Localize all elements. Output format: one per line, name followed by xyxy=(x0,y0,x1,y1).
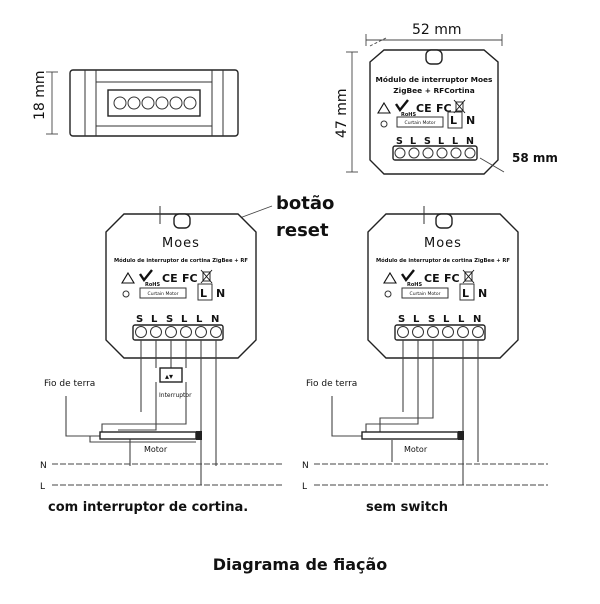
top-module-title-1: Módulo de interruptor Moes xyxy=(376,75,493,84)
right-motor xyxy=(361,431,464,440)
left-line-n: N xyxy=(40,461,47,471)
weee-bin-icon xyxy=(200,269,213,284)
left-terminal-labels: S L S L L N xyxy=(136,314,219,325)
top-ce: CE xyxy=(416,102,432,115)
left-side-terminal-n: N xyxy=(216,287,225,300)
side-view-module xyxy=(69,69,239,137)
warning-icon xyxy=(383,271,397,284)
height-label: 47 mm xyxy=(334,88,350,138)
right-ce: CE xyxy=(424,272,440,285)
top-module: Módulo de interruptor Moes ZigBee + RFCo… xyxy=(369,49,499,175)
ground-icon xyxy=(384,290,392,298)
right-wires xyxy=(331,340,479,485)
left-terminal-label: L xyxy=(151,314,158,325)
warning-icon xyxy=(377,101,391,114)
left-subtitle: Módulo de interruptor de cortina ZigBee … xyxy=(114,257,248,264)
left-side-terminal-l: L xyxy=(200,287,207,300)
top-module-title-2: ZigBee + RFCortina xyxy=(393,86,474,95)
top-curtain-motor: Curtain Motor xyxy=(405,120,436,126)
right-terminal-label: L xyxy=(413,314,420,325)
top-certification-icons: RoHS CE FC xyxy=(377,99,466,118)
left-terminal-block xyxy=(132,324,224,341)
left-brand: Moes xyxy=(162,236,200,251)
top-terminal-block xyxy=(392,145,478,161)
top-terminal-labels: S L S L L N xyxy=(396,136,474,147)
left-wires xyxy=(65,340,217,468)
right-side-terminal-l: L xyxy=(462,287,469,300)
switch-up-arrow-icon: ▴▾ xyxy=(165,372,173,381)
right-terminal-labels: S L S L L N xyxy=(398,314,481,325)
ground-icon xyxy=(380,120,388,128)
right-diagram: Moes Módulo de interruptor de cortina Zi… xyxy=(302,206,548,492)
left-terminal-label: S xyxy=(166,314,173,325)
right-curtain-motor: Curtain Motor xyxy=(410,291,441,297)
right-side-terminal-n: N xyxy=(478,287,487,300)
right-line-l: L xyxy=(302,482,307,492)
depth-label: 58 mm xyxy=(512,151,558,165)
check-icon xyxy=(395,99,409,113)
thickness-label: 18 mm xyxy=(32,70,48,120)
right-brand: Moes xyxy=(424,236,462,251)
right-terminal-label: S xyxy=(398,314,405,325)
left-certification-icons: RoHS CE FC xyxy=(121,269,213,288)
left-motor xyxy=(99,431,202,440)
left-terminal-label: N xyxy=(211,314,219,325)
top-terminal-label: S xyxy=(396,136,403,147)
reset-callout-line2: reset xyxy=(276,220,329,241)
left-curtain-switch: ▴▾ xyxy=(159,367,183,383)
top-terminal-label: L xyxy=(452,136,458,147)
left-motor-label: Motor xyxy=(144,445,168,454)
top-terminal-label: N xyxy=(466,136,474,147)
top-side-terminal-n: N xyxy=(466,114,475,127)
left-switch-label: Interruptor xyxy=(159,392,192,399)
warning-icon xyxy=(121,271,135,284)
left-rohs: RoHS xyxy=(145,282,160,288)
right-rohs: RoHS xyxy=(407,282,422,288)
check-icon xyxy=(401,269,415,283)
right-fc: FC xyxy=(444,272,460,285)
thickness-dimension: 18 mm xyxy=(32,70,58,135)
footer-title: Diagrama de fiação xyxy=(213,555,388,574)
left-terminal-label: L xyxy=(196,314,203,325)
left-caption: com interruptor de cortina. xyxy=(48,500,248,515)
weee-bin-icon xyxy=(453,99,466,114)
left-terminal-label: S xyxy=(136,314,143,325)
right-terminal-block xyxy=(394,324,486,341)
right-terminal-label: L xyxy=(458,314,465,325)
width-dimension: 52 mm xyxy=(365,22,503,46)
height-dimension: 47 mm xyxy=(334,51,358,173)
top-terminal-label: L xyxy=(438,136,444,147)
width-label: 52 mm xyxy=(412,22,462,38)
right-motor-label: Motor xyxy=(404,445,428,454)
left-ce: CE xyxy=(162,272,178,285)
top-terminal-label: L xyxy=(410,136,416,147)
weee-bin-icon xyxy=(462,269,475,284)
depth-dimension: 58 mm xyxy=(369,37,558,173)
right-terminal-label: L xyxy=(443,314,450,325)
right-terminal-label: N xyxy=(473,314,481,325)
side-view-terminal-holes xyxy=(113,96,197,110)
left-curtain-motor: Curtain Motor xyxy=(148,291,179,297)
ground-icon xyxy=(122,290,130,298)
right-caption: sem switch xyxy=(366,500,448,515)
right-terminal-label: S xyxy=(428,314,435,325)
left-ground-label: Fio de terra xyxy=(44,379,95,389)
right-line-n: N xyxy=(302,461,309,471)
left-fc: FC xyxy=(182,272,198,285)
reset-callout-line1: botão xyxy=(276,193,334,214)
left-line-l: L xyxy=(40,482,45,492)
check-icon xyxy=(139,269,153,283)
right-ground-label: Fio de terra xyxy=(306,379,357,389)
top-terminal-label: S xyxy=(424,136,431,147)
right-certification-icons: RoHS CE FC xyxy=(383,269,475,288)
left-diagram: Moes Módulo de interruptor de cortina Zi… xyxy=(40,206,282,492)
left-terminal-label: L xyxy=(181,314,188,325)
right-subtitle: Módulo de interruptor de cortina ZigBee … xyxy=(376,257,510,264)
top-rohs: RoHS xyxy=(401,112,416,118)
top-side-terminal-l: L xyxy=(450,114,457,127)
